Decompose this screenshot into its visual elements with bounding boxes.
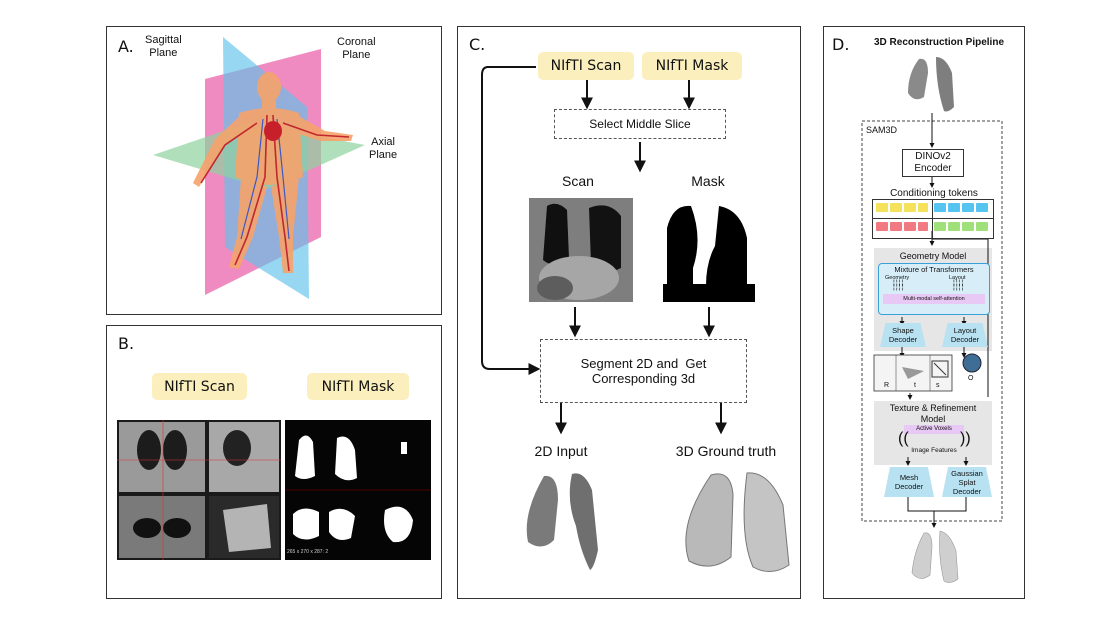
mot-label: Mixture of Transformers bbox=[894, 265, 974, 274]
refinement-arrows: (( bbox=[898, 430, 909, 447]
scan-slice-image bbox=[529, 198, 633, 302]
3d-ground-truth-caption: 3D Ground truth bbox=[675, 443, 777, 459]
token-yellow-2 bbox=[890, 203, 902, 212]
sam3d-label: SAM3D bbox=[866, 125, 898, 135]
layout-sphere bbox=[962, 353, 982, 373]
nifti-mask-viewer bbox=[285, 420, 431, 560]
panel-b-label: B. bbox=[118, 334, 135, 353]
mask-slice-image bbox=[663, 198, 755, 302]
nifti-scan-label: NIfTI Scan bbox=[152, 373, 247, 400]
panel-d-label: D. bbox=[832, 35, 850, 54]
layout-branch-label: Layout bbox=[949, 275, 966, 281]
nifti-mask-label: NIfTI Mask bbox=[307, 373, 409, 400]
shape-decoder: Shape Decoder bbox=[880, 323, 926, 347]
coronal-plane-label: Coronal Plane bbox=[337, 36, 376, 61]
gaussian-splat-decoder: Gaussian Splat Decoder bbox=[942, 467, 992, 497]
geometry-model-label: Geometry Model bbox=[899, 251, 967, 261]
select-middle-slice-box: Select Middle Slice bbox=[554, 109, 726, 139]
sphere-label: O bbox=[968, 375, 974, 382]
token-yellow-4 bbox=[918, 203, 928, 212]
output-lung-icon bbox=[911, 532, 933, 579]
token-green-1 bbox=[934, 222, 946, 231]
flow-arrows-c bbox=[481, 66, 727, 435]
segment-2d-box: Segment 2D and Get Corresponding 3d bbox=[540, 339, 747, 403]
mask-caption: Mask bbox=[691, 173, 725, 189]
3d-lung-ground-truth bbox=[685, 472, 790, 572]
token-red-4 bbox=[918, 222, 928, 231]
2d-input-caption: 2D Input bbox=[534, 443, 588, 459]
active-voxels-bar: Active Voxels bbox=[904, 425, 964, 434]
panel-a: A. Sagittal Plane Coronal Pla bbox=[106, 26, 442, 315]
conditioning-tokens-label: Conditioning tokens bbox=[890, 188, 978, 199]
token-green-3 bbox=[962, 222, 974, 231]
panel-b: B. NIfTI Scan NIfTI Mask 265 x 270 x 287… bbox=[106, 325, 442, 599]
geometry-dots: ¦¦¦¦¦¦¦¦ bbox=[893, 280, 905, 291]
mesh-decoder: Mesh Decoder bbox=[884, 467, 934, 497]
token-green-2 bbox=[948, 222, 960, 231]
token-red-2 bbox=[890, 222, 902, 231]
dinov2-encoder-box: DINOv2 Encoder bbox=[902, 149, 964, 177]
panel-c: C. NIfTI Scan NIfTI Mask Select Middle S… bbox=[457, 26, 801, 599]
pipeline-title: 3D Reconstruction Pipeline bbox=[873, 37, 1005, 48]
heart-icon bbox=[264, 121, 282, 141]
axial-plane-label: Axial Plane bbox=[369, 136, 398, 161]
token-blue-4 bbox=[976, 203, 988, 212]
token-blue-2 bbox=[948, 203, 960, 212]
refinement-arrows-right: )) bbox=[960, 430, 971, 447]
panel-d: D. 3D Reconstruction Pipeline bbox=[823, 26, 1025, 599]
c-nifti-mask-pill: NIfTI Mask bbox=[642, 52, 742, 80]
2d-lung-input bbox=[526, 473, 598, 570]
translation-label: t bbox=[914, 382, 916, 389]
scale-label: s bbox=[936, 382, 940, 389]
layout-decoder: Layout Decoder bbox=[942, 323, 988, 347]
anatomical-planes-illustration bbox=[153, 37, 365, 299]
token-green-4 bbox=[976, 222, 988, 231]
layout-dots: ¦¦¦¦¦¦¦¦ bbox=[953, 280, 965, 291]
token-yellow-1 bbox=[876, 203, 888, 212]
rotation-label: R bbox=[884, 382, 890, 389]
mask-viewer-footer: 265 x 270 x 287: 2 bbox=[287, 549, 329, 555]
scan-caption: Scan bbox=[562, 173, 594, 189]
token-blue-3 bbox=[962, 203, 974, 212]
token-red-1 bbox=[876, 222, 888, 231]
mixture-of-transformers-box: Mixture of Transformers Geometry Layout … bbox=[878, 263, 990, 315]
mm-attention-label: Multi-modal self-attention bbox=[903, 296, 965, 302]
vessel-lines bbox=[200, 114, 350, 272]
geometry-branch-label: Geometry bbox=[885, 275, 910, 281]
nifti-scan-viewer bbox=[117, 420, 281, 560]
token-yellow-3 bbox=[904, 203, 916, 212]
c-nifti-scan-pill: NIfTI Scan bbox=[538, 52, 634, 80]
texture-refinement-label: Texture & Refinement Model bbox=[889, 403, 977, 424]
active-voxels-label: Active Voxels bbox=[916, 426, 952, 432]
sagittal-plane-label: Sagittal Plane bbox=[145, 34, 182, 59]
panel-c-label: C. bbox=[469, 35, 486, 54]
panel-a-label: A. bbox=[118, 37, 134, 56]
multimodal-attention-bar: Multi-modal self-attention bbox=[883, 294, 985, 304]
image-features-label: Image Features bbox=[911, 447, 957, 454]
token-blue-1 bbox=[934, 203, 946, 212]
input-lung-icon bbox=[908, 58, 928, 100]
token-grid bbox=[872, 199, 994, 239]
token-red-3 bbox=[904, 222, 916, 231]
